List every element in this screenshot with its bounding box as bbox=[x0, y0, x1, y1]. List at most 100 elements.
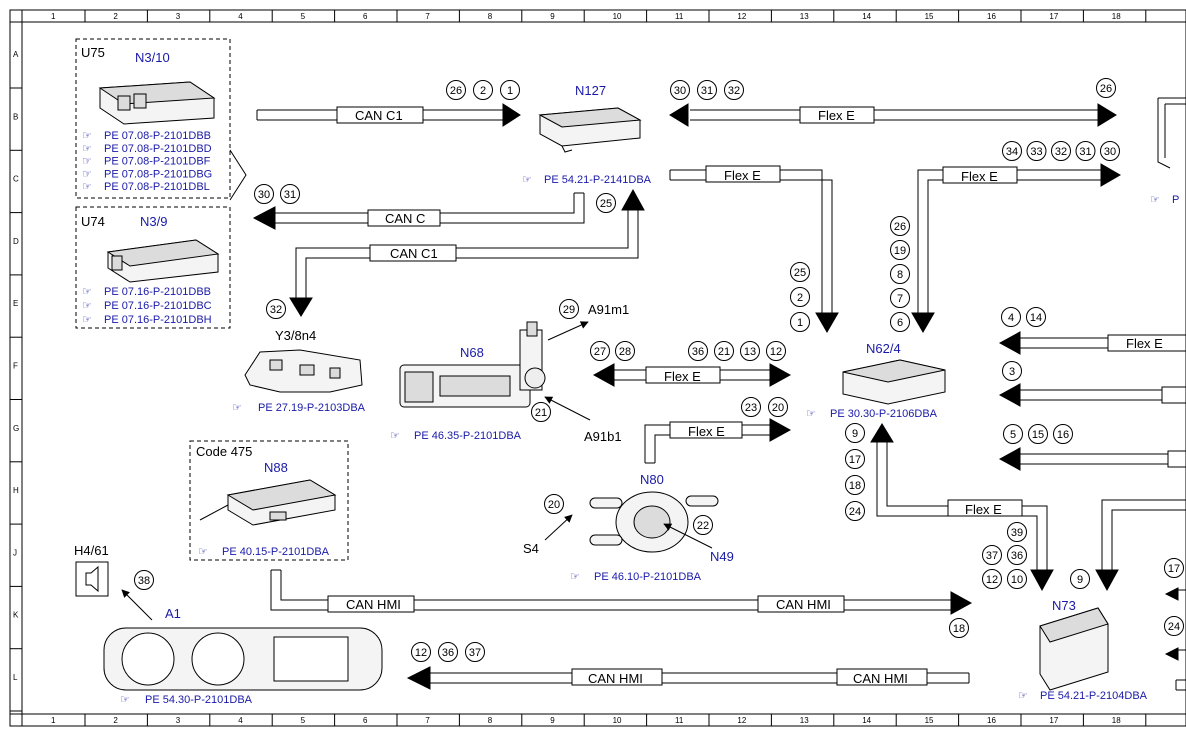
a1-ref[interactable]: PE 54.30-P-2101DBA bbox=[145, 694, 253, 706]
connector-number: 23 bbox=[745, 402, 757, 414]
connector-pin: 18 bbox=[949, 618, 969, 638]
reference-icon: ☞ bbox=[82, 181, 92, 193]
column-tick-label: 13 bbox=[800, 716, 809, 725]
connector-number: 17 bbox=[849, 454, 861, 466]
h4-speaker: H4/61 bbox=[74, 543, 153, 621]
connector-pin: 16 bbox=[1053, 424, 1073, 444]
connector-pin: 2 bbox=[790, 287, 810, 307]
n80-code[interactable]: N80 bbox=[640, 472, 664, 487]
connector-number: 34 bbox=[1006, 146, 1018, 158]
connector-pin: 26 bbox=[1096, 78, 1116, 98]
connector-pin: 32 bbox=[724, 80, 744, 100]
connector-number: 39 bbox=[1011, 527, 1023, 539]
connector-number: 26 bbox=[1100, 83, 1112, 95]
n73-code[interactable]: N73 bbox=[1052, 598, 1076, 613]
reference-link[interactable]: PE 07.08-P-2101DBF bbox=[104, 156, 211, 168]
connector-number: 1 bbox=[507, 85, 513, 97]
connector-pin: 20 bbox=[768, 397, 788, 417]
y3-ref[interactable]: PE 27.19-P-2103DBA bbox=[258, 402, 366, 414]
row-tick-label: B bbox=[13, 112, 18, 121]
connector-pin: 28 bbox=[615, 341, 635, 361]
column-tick-label: 6 bbox=[363, 716, 368, 725]
reference-link[interactable]: PE 07.08-P-2101DBB bbox=[104, 130, 211, 142]
column-tick-label: 9 bbox=[550, 12, 555, 21]
connector-pin: 21 bbox=[714, 341, 734, 361]
connector-pin: 39 bbox=[1007, 522, 1027, 542]
h4-code[interactable]: H4/61 bbox=[74, 543, 109, 558]
connector-pin: 18 bbox=[845, 475, 865, 495]
reference-link[interactable]: PE 07.08-P-2101DBL bbox=[104, 181, 210, 193]
connector-number: 32 bbox=[728, 85, 740, 97]
n3-10-code[interactable]: N3/10 bbox=[135, 50, 170, 65]
bus-label-flex-e-n127: Flex E bbox=[724, 168, 761, 183]
reference-link[interactable]: PE 07.16-P-2101DBH bbox=[104, 314, 212, 326]
reference-icon: ☞ bbox=[82, 286, 92, 298]
n49-code[interactable]: N49 bbox=[710, 549, 734, 564]
reference-link[interactable]: PE 07.16-P-2101DBC bbox=[104, 300, 212, 312]
n62-ref[interactable]: PE 30.30-P-2106DBA bbox=[830, 408, 938, 420]
bus-label-can-hmi-1: CAN HMI bbox=[346, 597, 401, 612]
connector-number: 29 bbox=[563, 304, 575, 316]
connector-pin: 12 bbox=[411, 642, 431, 662]
connector-pin: 25 bbox=[790, 262, 810, 282]
column-tick-label: 2 bbox=[113, 716, 118, 725]
column-tick-label: 18 bbox=[1112, 12, 1121, 21]
connector-number: 6 bbox=[897, 317, 903, 329]
reference-link[interactable]: PE 07.16-P-2101DBB bbox=[104, 286, 211, 298]
n68-ref[interactable]: PE 46.35-P-2101DBA bbox=[414, 430, 522, 442]
right-ref-icon: ☞ bbox=[1150, 194, 1160, 206]
connector-number: 13 bbox=[744, 346, 756, 358]
n62-code[interactable]: N62/4 bbox=[866, 341, 901, 356]
n73-ref[interactable]: PE 54.21-P-2104DBA bbox=[1040, 690, 1148, 702]
y3-module: Y3/8n4 ☞ PE 27.19-P-2103DBA bbox=[232, 328, 366, 414]
connector-number: 17 bbox=[1168, 563, 1180, 575]
a91m1-label: A91m1 bbox=[588, 302, 629, 317]
connector-pin: 30 bbox=[1100, 141, 1120, 161]
y3-code[interactable]: Y3/8n4 bbox=[275, 328, 316, 343]
right-ref[interactable]: P bbox=[1172, 194, 1179, 206]
connector-pin: 30 bbox=[254, 184, 274, 204]
column-tick-label: 9 bbox=[550, 716, 555, 725]
u75-group: U75 N3/10 ☞PE 07.08-P-2101DBB☞PE 07.08-P… bbox=[75, 38, 247, 201]
connector-number: 25 bbox=[794, 267, 806, 279]
u74-label: U74 bbox=[81, 214, 105, 229]
n3-9-code[interactable]: N3/9 bbox=[140, 214, 167, 229]
n68-code[interactable]: N68 bbox=[460, 345, 484, 360]
reference-link[interactable]: PE 07.08-P-2101DBG bbox=[104, 168, 212, 180]
connector-pin: 7 bbox=[890, 288, 910, 308]
connector-pin: 38 bbox=[134, 570, 154, 590]
a1-code[interactable]: A1 bbox=[165, 606, 181, 621]
n80-ref-icon: ☞ bbox=[570, 571, 580, 583]
connector-number: 21 bbox=[718, 346, 730, 358]
connector-number: 19 bbox=[894, 245, 906, 257]
n88-ref[interactable]: PE 40.15-P-2101DBA bbox=[222, 546, 330, 558]
column-tick-label: 17 bbox=[1049, 12, 1058, 21]
connector-pin: 8 bbox=[890, 264, 910, 284]
bus-label-can-c1-top: CAN C1 bbox=[355, 108, 403, 123]
connector-pin: 24 bbox=[1164, 616, 1184, 636]
n127-code[interactable]: N127 bbox=[575, 83, 606, 98]
column-tick-label: 7 bbox=[425, 716, 430, 725]
connector-number: 8 bbox=[897, 269, 903, 281]
connector-pin: 21 bbox=[531, 402, 551, 422]
column-tick-label: 1 bbox=[51, 12, 56, 21]
n88-code[interactable]: N88 bbox=[264, 460, 288, 475]
column-tick-label: 7 bbox=[425, 12, 430, 21]
n127-ref[interactable]: PE 54.21-P-2141DBA bbox=[544, 174, 652, 186]
connector-pin: 4 bbox=[1001, 307, 1021, 327]
connector-number: 37 bbox=[986, 550, 998, 562]
column-tick-label: 14 bbox=[862, 716, 871, 725]
n80-ref[interactable]: PE 46.10-P-2101DBA bbox=[594, 571, 702, 583]
connector-pin: 31 bbox=[1075, 141, 1096, 161]
connector-pin: 31 bbox=[280, 184, 300, 204]
a1-cluster: A1 ☞ PE 54.30-P-2101DBA bbox=[103, 606, 383, 706]
connector-number: 3 bbox=[1009, 366, 1015, 378]
connector-number: 31 bbox=[1079, 146, 1091, 158]
bus-label-can-hmi-2: CAN HMI bbox=[776, 597, 831, 612]
row-tick-label: J bbox=[13, 548, 17, 557]
column-tick-label: 17 bbox=[1049, 716, 1058, 725]
connector-pin: 17 bbox=[1164, 558, 1184, 578]
reference-link[interactable]: PE 07.08-P-2101DBD bbox=[104, 143, 212, 155]
